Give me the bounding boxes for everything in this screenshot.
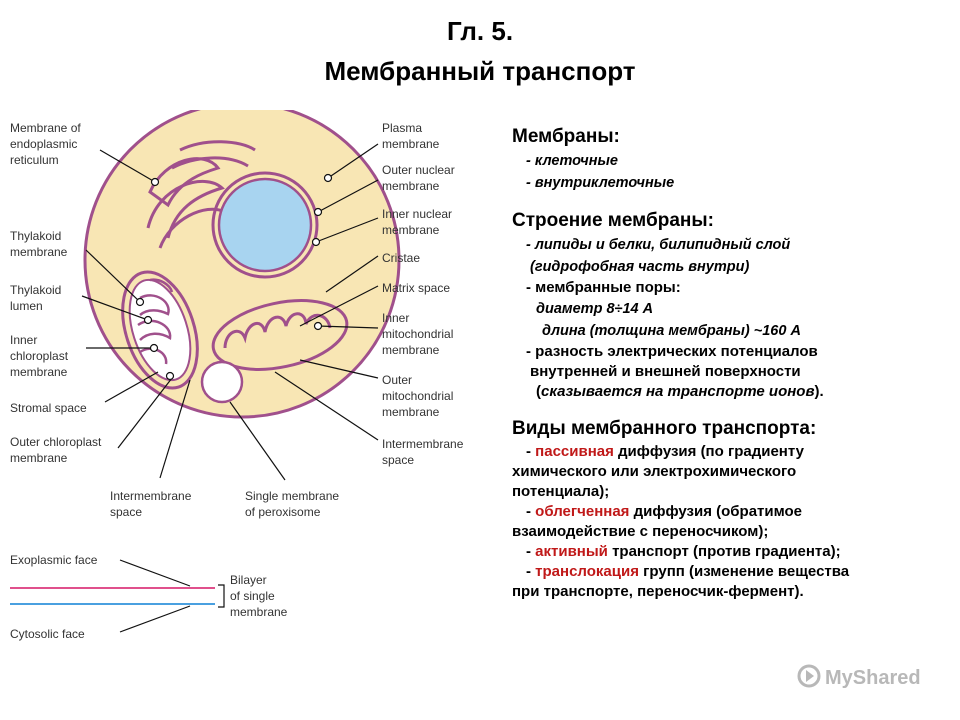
- heading-structure: Строение мембраны:: [512, 210, 714, 231]
- line-diameter: диаметр 8÷14 А: [536, 301, 654, 317]
- page-title: Мембранный транспорт: [324, 56, 636, 86]
- item-facilitated-l2: взаимодействие с переносчиком);: [512, 523, 769, 540]
- line-surfaces: внутренней и внешней поверхности: [530, 363, 801, 380]
- item-passive-l2: химического или электрохимического: [512, 463, 797, 480]
- mitochondrion: [211, 299, 349, 371]
- line-ions: (сказывается на транспорте ионов).: [536, 383, 824, 400]
- label-cristae: Cristae: [382, 251, 420, 265]
- item-passive-l3: потенциала);: [512, 483, 610, 500]
- line-intracellular: - внутриклеточные: [526, 175, 675, 191]
- chapter-number: Гл. 5.: [446, 16, 514, 46]
- label-cytosolic-face: Cytosolic face: [10, 627, 85, 641]
- logo-text: MyShared: [825, 667, 921, 689]
- heading-membranes: Мембраны:: [512, 126, 620, 147]
- label-leaders: [81, 143, 379, 481]
- line-pores: - мембранные поры:: [526, 279, 681, 296]
- label-matrix-space: Matrix space: [382, 281, 450, 295]
- myshared-logo: MyShared: [797, 664, 921, 689]
- line-lipids: - липиды и белки, билипидный слой: [526, 237, 791, 253]
- item-active: - активный транспорт (против градиента);: [526, 543, 841, 560]
- line-length: длина (толщина мембраны) ~160 А: [542, 323, 801, 339]
- item-translocation: - транслокация групп (изменение вещества: [526, 563, 850, 580]
- text-panel: Мембраны: - клеточные - внутриклеточные …: [512, 124, 952, 602]
- line-potential: - разность электрических потенциалов: [526, 343, 818, 360]
- item-passive: - пассивная диффузия (по градиенту: [526, 443, 804, 460]
- label-stromal-space: Stromal space: [10, 401, 87, 415]
- item-translocation-l2: при транспорте, переносчик-фермент).: [512, 583, 804, 600]
- endoplasmic-reticulum: [146, 140, 256, 249]
- heading-transport-types: Виды мембранного транспорта:: [512, 418, 817, 439]
- nucleus-inner: [217, 177, 313, 273]
- label-markers: [135, 173, 333, 381]
- label-exoplasmic-face: Exoplasmic face: [10, 553, 98, 567]
- peroxisome: [200, 360, 244, 404]
- line-hydrophobic: (гидрофобная часть внутри): [530, 259, 750, 275]
- item-facilitated: - облегченная диффузия (обратимое: [526, 503, 803, 520]
- line-cellular: - клеточные: [526, 153, 618, 169]
- nucleus-outer: [211, 171, 319, 279]
